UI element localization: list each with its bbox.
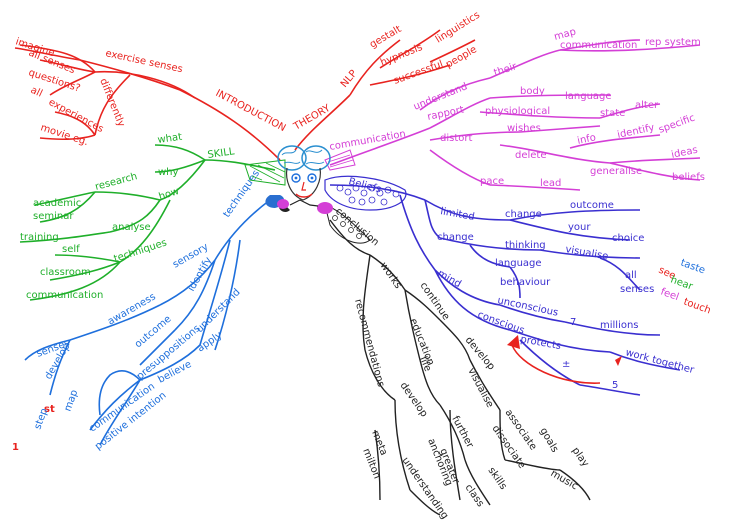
introduction-exercise: exercise senses — [104, 48, 183, 75]
beliefs-feel: feel — [659, 286, 680, 303]
communication-beliefs: beliefs — [672, 172, 705, 183]
beliefs-your: your — [568, 222, 591, 233]
beliefs-conscious: conscious — [476, 309, 526, 336]
conclusion-play: play — [570, 445, 591, 469]
communication-language: language — [565, 91, 612, 102]
beliefs-change2: change — [437, 232, 474, 243]
conclusion-class: class — [463, 482, 486, 509]
communication-their: their — [493, 61, 519, 79]
arrow-head-left — [507, 335, 520, 349]
communication-state: state — [600, 108, 625, 119]
skill-seminar: seminar — [33, 211, 74, 222]
conclusion-visualise: visualise — [465, 366, 495, 409]
introduction-movie: movie eg. — [39, 122, 90, 148]
beliefs-visualise: visualise — [564, 244, 609, 262]
techniques-map: map — [62, 388, 80, 413]
theory-hypnosis: hypnosis — [379, 42, 424, 69]
beliefs-seven: 7 — [570, 317, 576, 328]
communication-communication2: communication — [560, 40, 637, 51]
beliefs-language: language — [495, 258, 542, 269]
beliefs-millions: millions — [600, 320, 639, 331]
conclusion-further: further — [449, 414, 475, 450]
arrow-head-right — [615, 356, 622, 366]
communication-alter: alter — [635, 100, 659, 111]
conclusion-works: works — [378, 260, 404, 290]
conclusion-music: music — [549, 468, 580, 492]
skill-self: self — [62, 244, 80, 255]
beliefs-outcome: outcome — [570, 200, 614, 211]
skill-communication: communication — [26, 290, 103, 301]
communication-info: info — [576, 132, 597, 147]
beliefs-limited: limited — [439, 206, 475, 223]
beliefs-change: change — [505, 209, 542, 220]
communication-physiological: physiological — [485, 106, 550, 117]
skill-classroom: classroom — [40, 267, 91, 278]
theory-gestalt: gestalt — [368, 24, 403, 51]
beliefs-touch: touch — [682, 296, 712, 316]
conclusion-develop2: develop — [398, 380, 430, 419]
skill-why: why — [158, 167, 179, 178]
hand-right — [317, 202, 333, 214]
nose — [302, 182, 306, 190]
communication-generalise: generalise — [590, 166, 642, 177]
beliefs-thinking: thinking — [505, 240, 546, 251]
beliefs-all: all — [625, 270, 637, 281]
theory-successful: successful — [392, 59, 444, 87]
beliefs-unconscious: unconscious — [496, 295, 559, 319]
theory-nlp: NLP — [339, 68, 360, 90]
skill-research: research — [94, 171, 139, 193]
communication-body: body — [520, 86, 545, 97]
communication-wishes: wishes — [507, 123, 541, 134]
center-image — [245, 146, 406, 243]
techniques-outcome: outcome — [133, 314, 174, 351]
beliefs-five: 5 — [612, 380, 618, 391]
skill-training: training — [20, 232, 59, 243]
introduction-title: INTRODUCTION — [214, 88, 288, 134]
skill-analyse: analyse — [112, 222, 151, 233]
skill-title: SKILL — [207, 146, 236, 161]
communication-delete: delete — [515, 150, 547, 161]
skill-academic: academic — [33, 198, 81, 209]
beliefs-taste: taste — [679, 257, 707, 276]
introduction-all: all — [29, 85, 44, 100]
communication-pace: pace — [480, 176, 504, 187]
theory-people: people — [444, 44, 479, 70]
beliefs-behaviour: behaviour — [500, 277, 551, 288]
big-one-step: step — [32, 407, 50, 431]
communication-lead: lead — [540, 178, 561, 189]
communication-title: communication — [329, 129, 407, 153]
beliefs-protects: protects — [519, 334, 561, 352]
beliefs-senses: senses — [620, 284, 654, 295]
communication-distort: distort — [440, 133, 472, 144]
beliefs-plus-minus: ± — [562, 359, 570, 370]
conclusion-goals: goals — [537, 426, 560, 455]
conclusion-continue: continue — [418, 280, 452, 322]
skill-what: what — [157, 132, 183, 146]
communication-specific: specific — [657, 113, 696, 136]
communication-rep-system: rep system — [645, 37, 701, 48]
big-one: 1 — [12, 442, 19, 453]
beliefs-work-together: work together — [624, 347, 696, 376]
beliefs-choice: choice — [612, 233, 644, 244]
conclusion-recommendations: recommendations — [352, 298, 386, 388]
introduction-differently: differently — [97, 77, 126, 129]
hand-left — [277, 199, 289, 209]
beliefs-mind: mind — [436, 268, 463, 290]
first-step-marker: 1 st step — [12, 404, 55, 453]
conclusion-skills: skills — [486, 465, 509, 491]
skill-techniques: techniques — [113, 237, 169, 264]
